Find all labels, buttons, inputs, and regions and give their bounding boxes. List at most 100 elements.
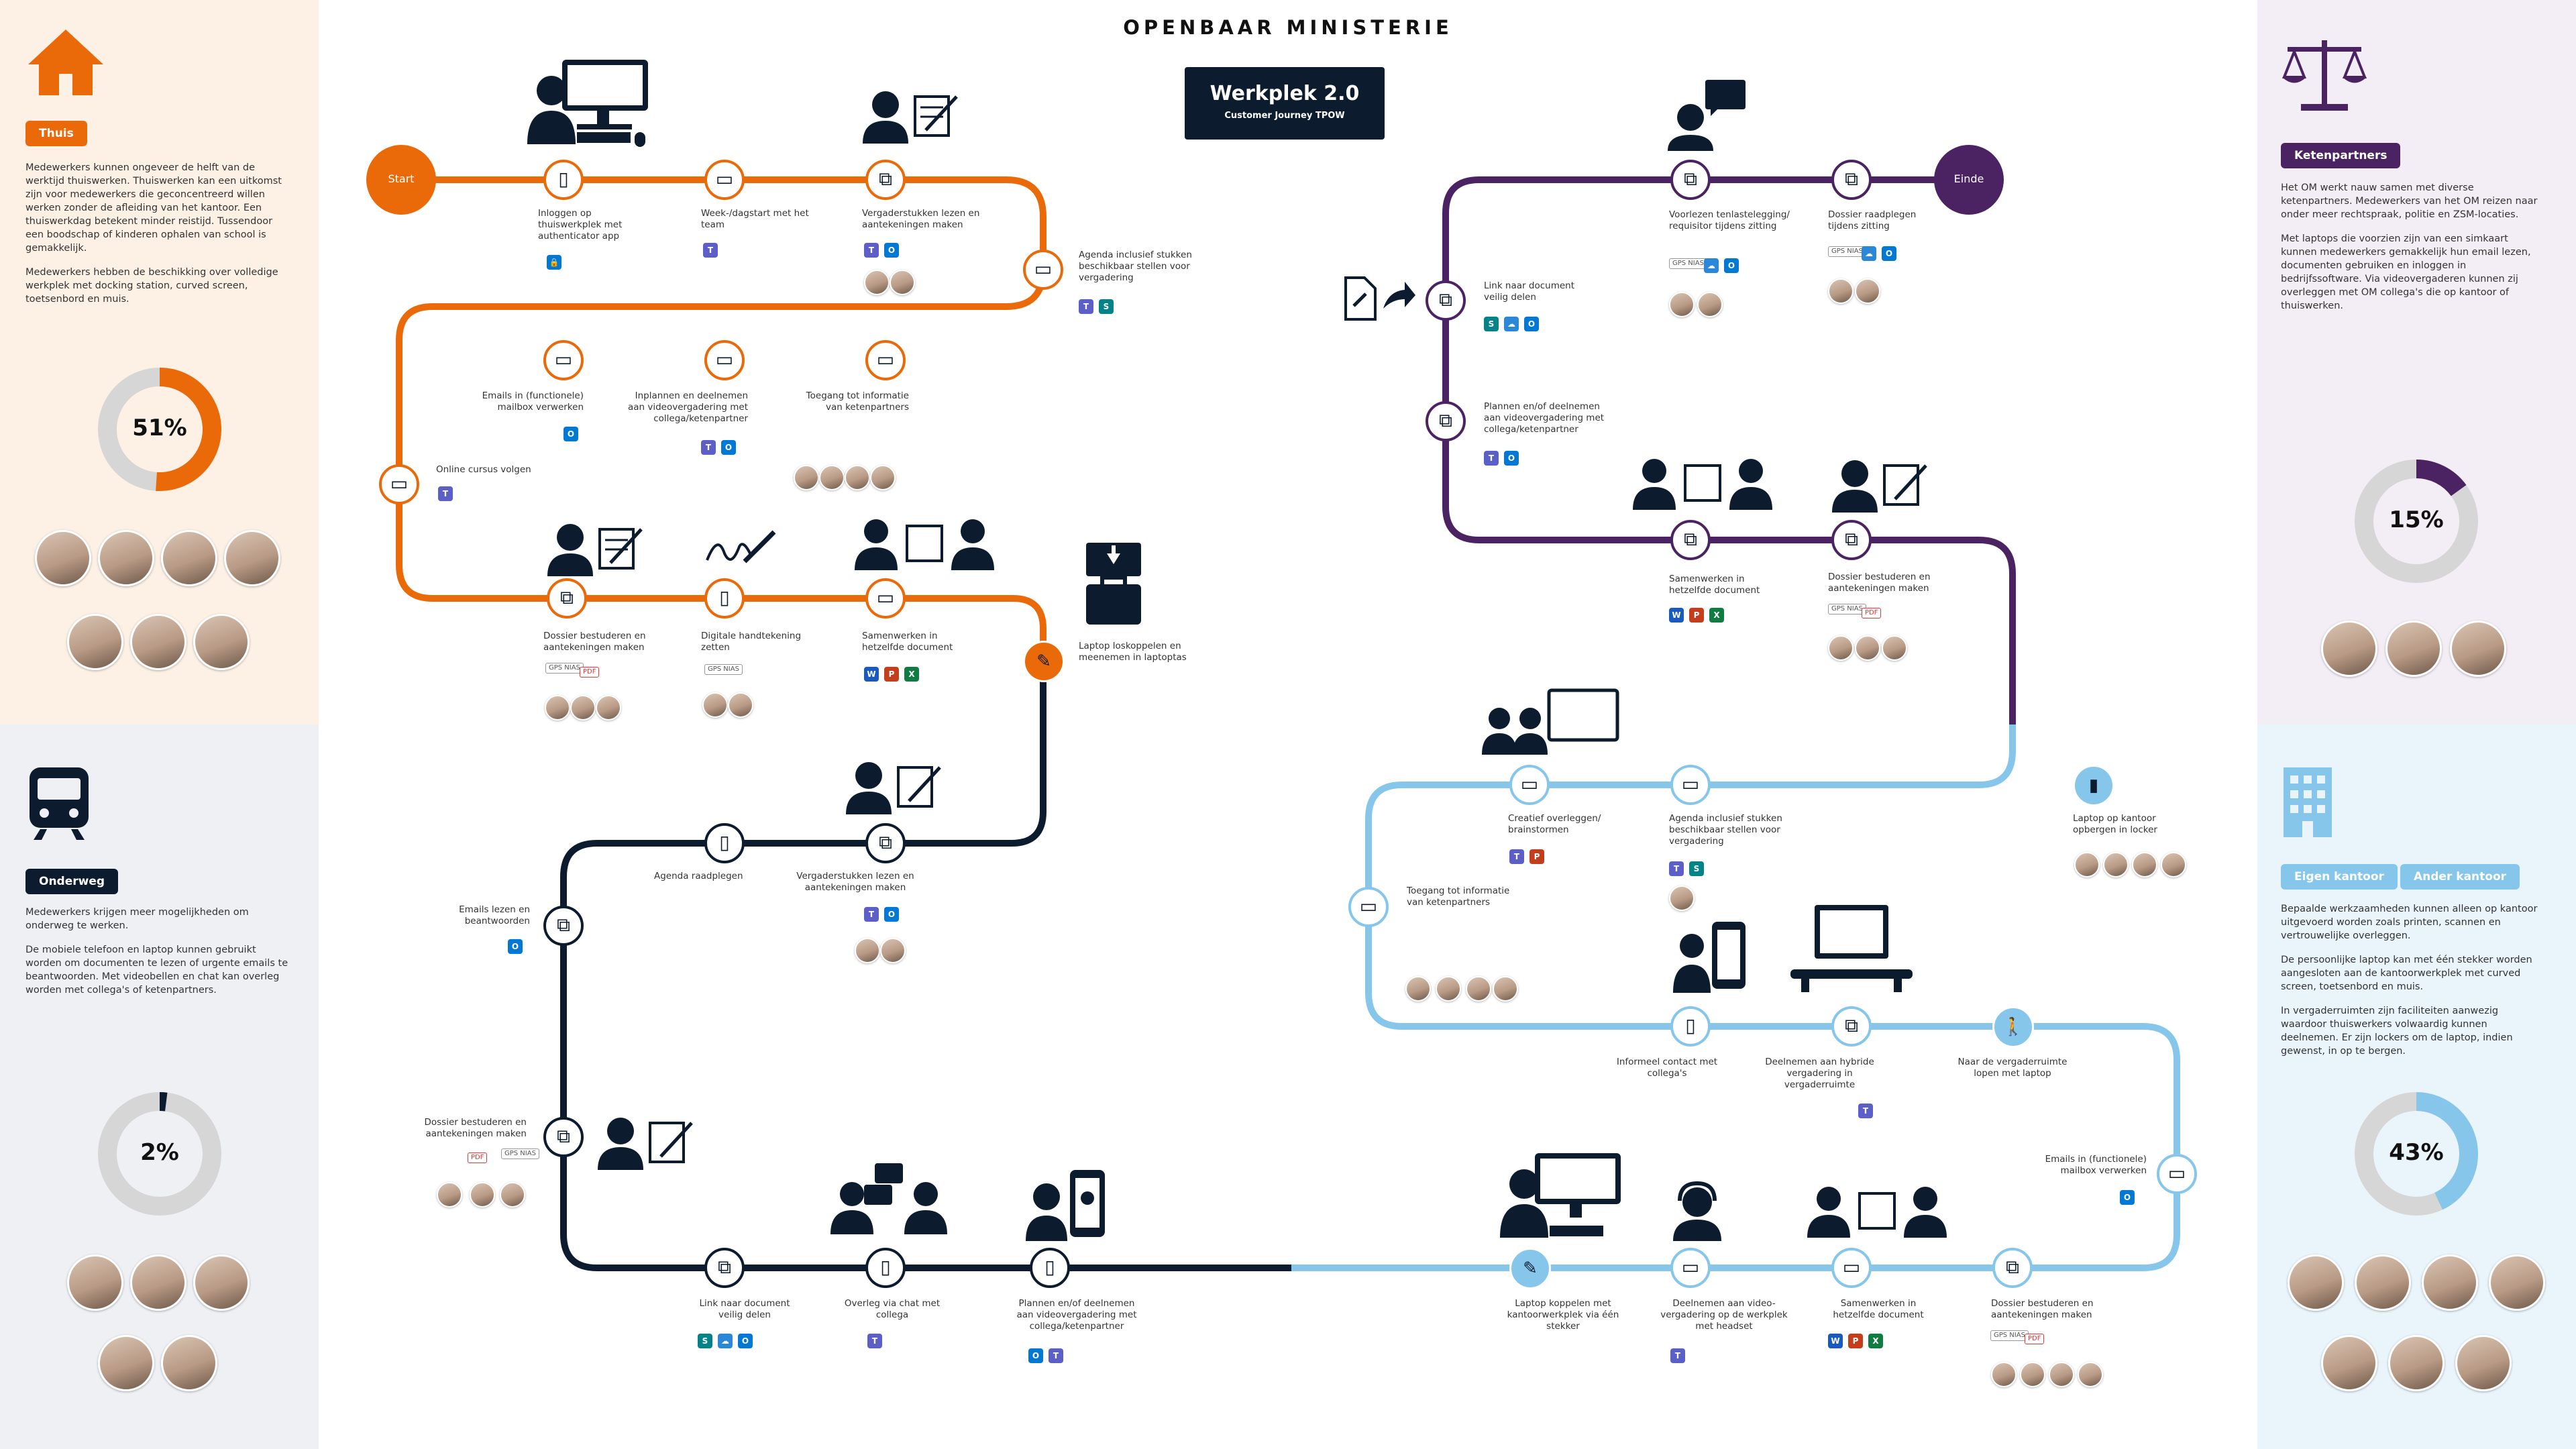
monitor-icon: ▭ (1034, 258, 1053, 280)
onderweg-text-2: De mobiele telefoon en laptop kunnen geb… (25, 945, 288, 996)
persona-avatar (2078, 1362, 2103, 1387)
onedrive-icon: ☁ (1504, 317, 1519, 331)
step-label: Inplannen en deelnemen aan videovergader… (627, 390, 748, 424)
teams-icon: T (867, 1334, 882, 1348)
journey-step-node: ✎ (1023, 641, 1065, 682)
gps-nias-tag: GPS NIAS (1669, 258, 1707, 269)
persona-avatar (1828, 278, 1854, 304)
ketenpartners-description: Het OM werkt nauw samen met diverse kete… (2281, 181, 2546, 323)
step-label: Samenwerken in hetzelfde document (1669, 574, 1760, 596)
persona-avatar (2049, 1362, 2074, 1387)
persona-avatar (437, 1182, 462, 1208)
thuis-text-2: Medewerkers hebben de beschikking over v… (25, 267, 278, 305)
outlook-icon: O (1028, 1348, 1043, 1363)
monitor-icon: ▭ (2167, 1162, 2186, 1184)
journey-step-node: ▯ (1670, 1006, 1711, 1046)
teams-icon: T (701, 440, 716, 455)
persona-avatar (2321, 1335, 2377, 1391)
kantoor-description: Bepaalde werkzaamheden kunnen alleen op … (2281, 902, 2546, 1069)
journey-step-node: ⧉ (1992, 1248, 2033, 1288)
train-icon (30, 767, 89, 840)
persona-avatar (1669, 885, 1695, 911)
persona-avatar (130, 1254, 186, 1311)
start-node: Start (388, 172, 415, 185)
persona-avatar (1493, 976, 1518, 1002)
persona-avatar (596, 695, 621, 720)
gps-nias-tag: GPS NIAS (1828, 246, 1866, 257)
hybrid-meeting-illustration (1790, 905, 1913, 992)
phone-icon: ▯ (719, 831, 730, 853)
journey-step-node: ⧉ (543, 906, 584, 946)
outlook-icon: O (738, 1334, 753, 1348)
journey-step-node: ⧉ (1831, 160, 1872, 200)
teams-icon: T (438, 486, 453, 501)
thuis-route (396, 176, 1046, 661)
authenticator-app-icon: 🔒 (547, 255, 561, 270)
journey-step-node: ⧉ (1426, 401, 1466, 441)
persona-avatar (470, 1182, 495, 1208)
gps-nias-tag: GPS NIAS (501, 1148, 539, 1159)
monitor-icon: ▭ (554, 348, 573, 370)
persona-avatar (2321, 621, 2377, 677)
monitor-icon: ▭ (1681, 773, 1700, 795)
ketenpartners-percentage: 15% (2389, 506, 2444, 533)
journey-step-node: ⧉ (1831, 1006, 1872, 1046)
brainstorm-illustration (1482, 688, 1619, 755)
office-workstation-illustration (1500, 1153, 1621, 1238)
onedrive-icon: ☁ (1704, 258, 1719, 273)
outlook-icon: O (1882, 246, 1896, 261)
powerpoint-icon: P (1848, 1334, 1863, 1348)
step-label: Plannen en/of deelnemen aan videovergade… (1484, 401, 1605, 435)
building-icon (2284, 767, 2332, 837)
kantoor-text-1: Bepaalde werkzaamheden kunnen alleen op … (2281, 904, 2538, 941)
persona-avatar (728, 692, 753, 718)
journey-step-node: ⧉ (865, 160, 906, 200)
ketenpartners-route (1442, 176, 2016, 724)
onderweg-text-1: Medewerkers krijgen meer mogelijkheden o… (25, 907, 249, 931)
step-label: Dossier bestuderen en aantekeningen make… (424, 1117, 527, 1139)
step-label: Agenda inclusief stukken beschikbaar ste… (1669, 813, 1782, 847)
pdf-tag: PDF (580, 667, 600, 678)
persona-avatar (193, 614, 250, 670)
phone-icon: ▯ (1044, 1256, 1055, 1278)
pdf-tag: PDF (468, 1152, 488, 1163)
step-label: Laptop op kantoor opbergen in locker (2073, 813, 2157, 835)
thuis-badge: Thuis (25, 121, 87, 146)
persona-avatar (161, 530, 217, 586)
journey-step-node: ▭ (379, 464, 419, 504)
laptop-icon: ⧉ (1439, 288, 1452, 311)
persona-avatar (500, 1182, 525, 1208)
journey-step-node: ▭ (704, 340, 745, 380)
onderweg-badge: Onderweg (25, 869, 119, 894)
share-link-illustration (1344, 276, 1415, 321)
persona-avatar (1466, 976, 1491, 1002)
journey-step-node: ▭ (704, 160, 745, 200)
collaborate-illustration (1633, 459, 1772, 510)
sharepoint-icon: S (1099, 299, 1114, 314)
step-label: Overleg via chat met collega (844, 1298, 941, 1320)
thuis-description: Medewerkers kunnen ongeveer de helft van… (25, 161, 290, 317)
onderweg-route (560, 661, 1291, 1271)
persona-avatar (2422, 1254, 2478, 1311)
teams-icon: T (864, 243, 879, 258)
journey-step-node: ▭ (543, 340, 584, 380)
journey-step-node: ▭ (1670, 1248, 1711, 1288)
journey-step-node: ▯ (704, 823, 745, 863)
persona-avatar (2455, 1335, 2512, 1391)
kantoor-panel (2257, 724, 2576, 1449)
step-label: Online cursus volgen (436, 464, 531, 475)
laptop-icon: ⧉ (1684, 168, 1697, 190)
step-label: Emails lezen en beantwoorden (459, 904, 530, 926)
journey-step-node: ▭ (1831, 1248, 1872, 1288)
monitor-icon: ▭ (715, 348, 734, 370)
step-label: Toegang tot informatie van ketenpartners (1407, 885, 1510, 908)
journey-step-node: ⧉ (543, 1117, 584, 1157)
persona-avatar (130, 614, 186, 670)
laptop-icon: ⧉ (557, 1125, 570, 1147)
journey-step-node: ⧉ (1831, 520, 1872, 560)
persona-avatar (880, 938, 906, 963)
gps-nias-tag: GPS NIAS (1990, 1330, 2029, 1341)
laptop-bag-illustration (1086, 543, 1141, 625)
onderweg-description: Medewerkers krijgen meer mogelijkheden o… (25, 906, 290, 1008)
